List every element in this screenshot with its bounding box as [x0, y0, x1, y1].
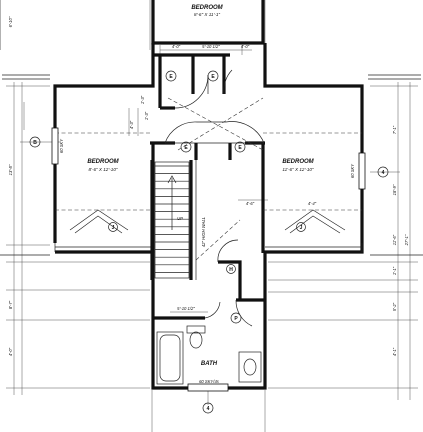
dim-top-c: 4'-0" [241, 44, 250, 49]
tag-closet-3: E [180, 141, 192, 153]
dim-right-total: 27'-1" [404, 234, 409, 246]
dim-knee-right: 4'-4" [308, 201, 317, 206]
dim-bath-top: 5'-10 1/2" [177, 306, 195, 311]
dim-top-a: 4'-0" [172, 44, 181, 49]
dim-left-2: 13'-8" [8, 164, 13, 175]
knee-walls [69, 209, 346, 234]
svg-text:J: J [300, 225, 303, 231]
bathtub-basin [159, 334, 181, 382]
dim-right-3: 11'-6" [392, 234, 397, 245]
interior-walls [150, 53, 265, 320]
tag-linen: H [226, 264, 236, 274]
dim-right-5: 5'-2" [392, 302, 397, 311]
dim-right-6: 4'-1" [392, 347, 397, 356]
window-marks [51, 127, 366, 392]
svg-text:4: 4 [382, 170, 385, 176]
grid-bubble-left: B [20, 136, 41, 148]
dimension-lines [6, 0, 418, 432]
grid-bubble-right: 4 [377, 166, 389, 178]
toilet-tank [186, 325, 206, 334]
bath-fixtures [156, 325, 262, 385]
svg-text:H: H [229, 267, 233, 273]
svg-text:B: B [33, 140, 37, 146]
bedroom-top-size: 8'-6" X 11'-1" [194, 12, 220, 17]
dim-left-1: 6'-10" [8, 16, 13, 27]
hall-centre [194, 143, 232, 160]
tag-closet-4: E [234, 141, 246, 153]
hall-wall-label: 42" HIGH WALL [201, 216, 206, 247]
dim-right-2: 18'-9" [392, 184, 397, 195]
svg-text:E: E [169, 74, 173, 80]
bathtub [156, 331, 184, 385]
bath-name: BATH [201, 361, 218, 367]
tag-knee-right: J [296, 222, 306, 232]
grid-bubble-bottom: 4 [202, 402, 214, 414]
bath-window-label: 60 SKY/4s [199, 379, 220, 384]
bedroom-left-size: 8'-6" X 12'-10" [88, 167, 117, 172]
svg-text:E: E [238, 145, 242, 151]
exterior-walls [53, 0, 364, 390]
dim-right-1: 7'-1" [392, 125, 397, 134]
svg-text:P: P [234, 316, 238, 322]
tag-closet-2: E [207, 70, 219, 82]
stair-arrowhead [167, 175, 177, 184]
bedroom-right-size: 11'-6" X 12'-10" [282, 167, 314, 172]
sink [243, 358, 257, 376]
tag-closet-1: E [165, 70, 177, 82]
dim-left-3: 8'-7" [8, 300, 13, 309]
toilet-bowl [189, 331, 203, 349]
dim-mid-right: 4'-6" [246, 201, 255, 206]
svg-text:4: 4 [207, 406, 210, 412]
svg-text:E: E [184, 145, 188, 151]
svg-text:J: J [112, 225, 115, 231]
tag-bath-door: P [230, 312, 242, 324]
dim-hall-right: 1'-3" [144, 111, 149, 120]
dim-hall-left: 1'-3" [140, 95, 145, 104]
dim-right-4: 1'-1" [392, 266, 397, 275]
right-window-label: 60 SKY [350, 163, 355, 178]
doors [164, 69, 265, 327]
dim-top-b: 5'-10 1/2" [202, 44, 220, 49]
stairs [154, 161, 190, 279]
bedroom-right-name: BEDROOM [282, 159, 314, 165]
bedroom-top-name: BEDROOM [191, 5, 223, 11]
svg-text:E: E [211, 74, 215, 80]
stair-up-label: UP [177, 216, 183, 221]
dim-mid-left: 4'-3" [129, 120, 134, 129]
bedroom-left-name: BEDROOM [87, 159, 119, 165]
left-window-label: 60 SKY [59, 138, 64, 153]
tag-knee-left: J [108, 222, 118, 232]
dim-left-4: 4'-0" [8, 347, 13, 356]
vanity [238, 351, 262, 383]
roof-lines [0, 0, 423, 256]
